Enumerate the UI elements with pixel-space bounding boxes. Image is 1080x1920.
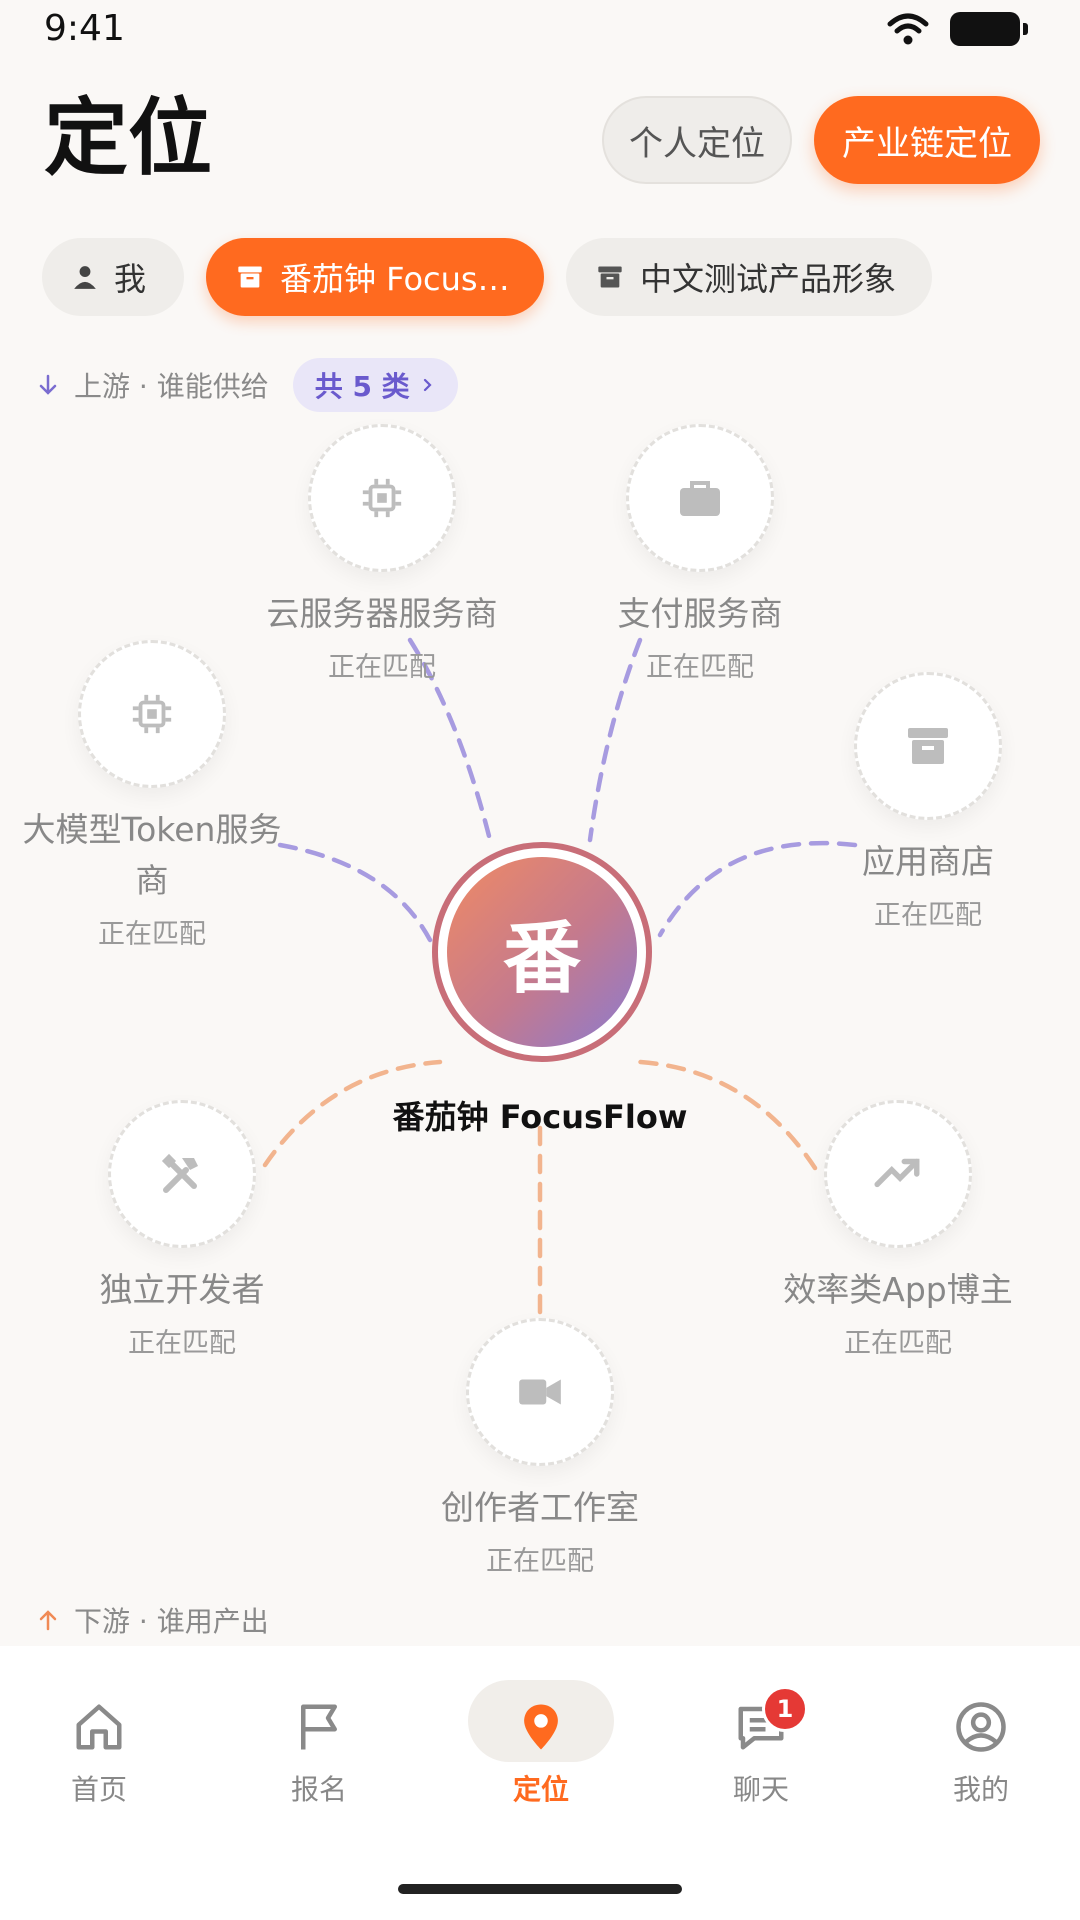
chip-icon (132, 694, 172, 734)
category-count-pill[interactable]: 共 5 类 (292, 358, 458, 412)
battery-icon (950, 12, 1028, 46)
node-indie-developer[interactable]: 独立开发者 正在匹配 (32, 1100, 332, 1360)
line-indie (262, 1059, 443, 1168)
tab-mine[interactable]: 我的 (906, 1700, 1056, 1808)
node-efficiency-blogger[interactable]: 效率类App博主 正在匹配 (748, 1100, 1048, 1360)
node-llm-token[interactable]: 大模型Token服务商 正在匹配 (14, 640, 290, 951)
center-product-name: 番茄钟 FocusFlow (392, 1098, 688, 1136)
node-efficiency-blogger-circle (824, 1100, 972, 1248)
node-indie-developer-status: 正在匹配 (128, 1328, 236, 1360)
line-blogger (637, 1059, 818, 1171)
node-llm-token-circle (78, 640, 226, 788)
downstream-label: 下游 · 谁用产出 (74, 1605, 269, 1638)
downstream-header: 下游 · 谁用产出 (36, 1600, 269, 1640)
node-app-store-circle (854, 672, 1002, 820)
page-title: 定位 (44, 89, 213, 187)
line-cloud (407, 637, 493, 843)
arrow-up-icon (39, 1610, 57, 1631)
node-llm-token-label: 大模型Token服务商 (22, 810, 282, 901)
upstream-header: 上游 · 谁能供给 共 5 类 (36, 358, 458, 412)
tab-home[interactable]: 首页 (24, 1700, 174, 1808)
node-indie-developer-circle (108, 1100, 256, 1248)
node-payment-label: 支付服务商 (617, 594, 783, 633)
chip-focusflow[interactable]: 番茄钟 FocusF... (206, 238, 544, 316)
personal-position-button[interactable]: 个人定位 (602, 96, 792, 184)
node-indie-developer-label: 独立开发者 (99, 1270, 265, 1309)
node-app-store-label: 应用商店 (862, 842, 994, 881)
node-creator-studio-label: 创作者工作室 (441, 1488, 639, 1527)
tab-signup-label: 报名 (290, 1773, 347, 1806)
node-cloud-server-label: 云服务器服务商 (266, 594, 498, 633)
category-count: 共 5 类 (314, 370, 410, 403)
flag-icon (301, 1704, 337, 1750)
tools-icon (161, 1153, 198, 1193)
node-cloud-server[interactable]: 云服务器服务商 正在匹配 (232, 424, 532, 684)
center-product-avatar: 番 (447, 857, 637, 1047)
location-pin-icon (524, 1704, 558, 1750)
industry-chain-position-button[interactable]: 产业链定位 (814, 96, 1040, 184)
upstream-label: 上游 · 谁能供给 (74, 370, 269, 403)
archive-icon (598, 266, 622, 288)
tab-mine-label: 我的 (952, 1773, 1009, 1806)
node-app-store-status: 正在匹配 (874, 900, 982, 932)
center-product-node[interactable]: 番 (432, 842, 652, 1062)
arrow-down-icon (39, 374, 57, 395)
video-camera-icon (519, 1379, 561, 1405)
node-creator-studio-circle (466, 1318, 614, 1466)
tab-position-label: 定位 (512, 1773, 569, 1806)
chevron-right-icon (423, 378, 432, 392)
node-payment[interactable]: 支付服务商 正在匹配 (550, 424, 850, 684)
person-icon (74, 266, 96, 289)
wifi-icon (887, 13, 929, 45)
node-app-store[interactable]: 应用商店 正在匹配 (778, 672, 1078, 932)
chip-me-label: 我 (114, 260, 147, 298)
node-creator-studio[interactable]: 创作者工作室 正在匹配 (390, 1318, 690, 1578)
archive-icon (908, 728, 948, 764)
chip-chinese-test-product-label: 中文测试产品形象 (640, 260, 897, 298)
status-time: 9:41 (44, 8, 125, 49)
home-indicator (398, 1884, 682, 1894)
chat-unread-badge: 1 (762, 1686, 808, 1732)
archive-icon (238, 266, 262, 288)
home-icon (76, 1704, 122, 1750)
node-payment-circle (626, 424, 774, 572)
line-llm (277, 842, 433, 943)
chip-icon (362, 478, 402, 518)
node-llm-token-status: 正在匹配 (98, 919, 206, 951)
briefcase-icon (680, 481, 720, 516)
tab-position[interactable]: 定位 (466, 1700, 616, 1808)
line-payment (587, 637, 643, 843)
user-circle-icon (956, 1702, 1006, 1752)
node-creator-studio-status: 正在匹配 (486, 1546, 594, 1578)
tab-chat[interactable]: 聊天 (686, 1700, 836, 1808)
trending-up-icon (874, 1158, 920, 1188)
node-cloud-server-status: 正在匹配 (328, 652, 436, 684)
line-appstore (657, 840, 858, 938)
tab-home-label: 首页 (70, 1773, 127, 1806)
node-cloud-server-circle (308, 424, 456, 572)
node-efficiency-blogger-label: 效率类App博主 (783, 1270, 1013, 1309)
tab-chat-label: 聊天 (732, 1773, 789, 1806)
status-icons (886, 12, 1028, 46)
chip-me[interactable]: 我 (42, 238, 184, 316)
node-payment-status: 正在匹配 (646, 652, 754, 684)
tab-signup[interactable]: 报名 (244, 1700, 394, 1808)
node-efficiency-blogger-status: 正在匹配 (844, 1328, 952, 1360)
chip-chinese-test-product[interactable]: 中文测试产品形象 (566, 238, 932, 316)
